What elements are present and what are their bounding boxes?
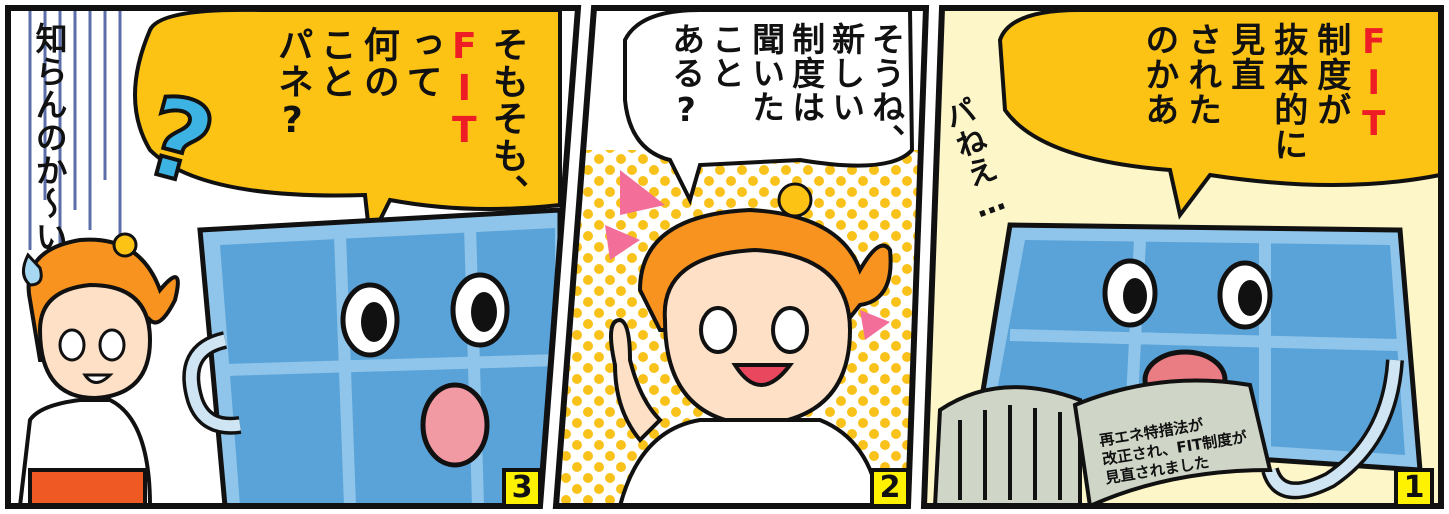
side-remark: 知らんのか〜い	[30, 22, 69, 253]
speech-line: 見直	[1224, 22, 1265, 92]
newspaper	[932, 378, 1273, 506]
speech-line: こと	[706, 22, 746, 90]
speech-line-highlight: FIT	[443, 26, 485, 152]
speech-line: そもそも、	[486, 26, 528, 211]
speech-line: パネ?	[271, 26, 313, 142]
speech-bubble	[623, 8, 915, 206]
speech-line: 新しい	[826, 22, 866, 124]
speech-line: 何の	[357, 26, 399, 100]
sparkle-icon	[860, 310, 890, 340]
speech-line: 抜本的に	[1267, 22, 1308, 162]
solar-panel-character	[972, 222, 1423, 500]
solar-panel-character	[182, 207, 563, 506]
sparkle-icon	[605, 225, 640, 260]
speech-line: ある?	[666, 22, 706, 130]
speech-line: された	[1181, 22, 1222, 127]
speech-line-highlight: FIT	[1353, 22, 1394, 145]
shock-lines	[28, 10, 122, 260]
panel-number-badge: 3	[502, 468, 542, 508]
girl-character	[17, 232, 180, 506]
speech-bubble	[997, 8, 1441, 220]
panel-number-badge: 1	[1394, 468, 1434, 508]
panel-3: ?	[8, 8, 578, 506]
speech-line: って	[400, 26, 442, 100]
speech-line: こと	[314, 26, 356, 100]
speech-line: そうね、	[866, 22, 906, 158]
panel-1	[924, 8, 1441, 506]
sparkle-icon	[620, 170, 665, 215]
speech-line: 制度は	[786, 22, 826, 124]
girl-character	[609, 182, 893, 506]
speech-line: 聞いた	[746, 22, 786, 124]
speech-line: 制度が	[1310, 22, 1351, 127]
speech-line: のかあ	[1138, 22, 1179, 127]
panel-1-border	[920, 5, 1444, 509]
panel-number-badge: 2	[870, 468, 910, 508]
panel-2	[556, 8, 926, 506]
